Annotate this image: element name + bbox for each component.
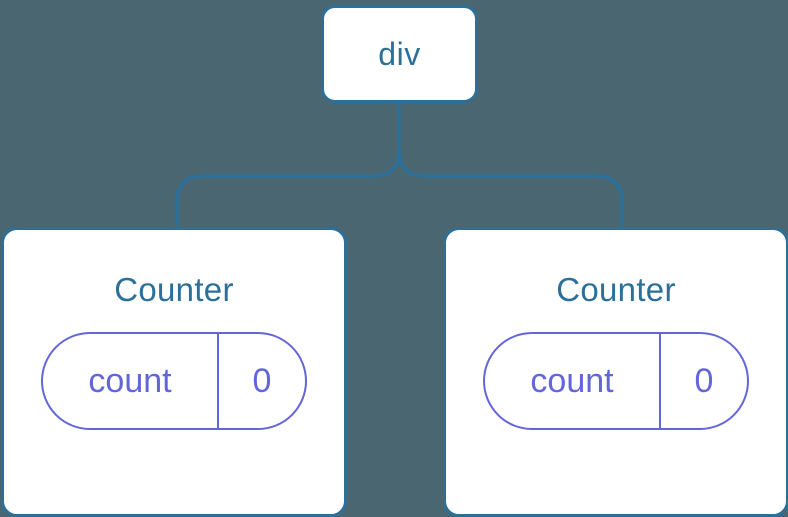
tree-node-root[interactable]: div [321, 5, 478, 103]
tree-node-counter-left[interactable]: Counter count 0 [1, 227, 347, 517]
connector-path-left [175, 100, 401, 231]
counter-node-label: Counter [114, 271, 234, 308]
connector-path-right [397, 100, 624, 231]
component-tree-diagram: div Counter count 0 Counter count 0 [1, 5, 788, 517]
counter-node-label: Counter [556, 271, 676, 308]
state-pill[interactable]: count 0 [41, 332, 307, 430]
tree-node-counter-right[interactable]: Counter count 0 [443, 227, 788, 517]
state-key-label: count [43, 334, 219, 428]
state-value-label: 0 [694, 361, 714, 400]
root-node-label: div [378, 36, 421, 72]
tree-connectors [175, 100, 624, 231]
state-pill[interactable]: count 0 [483, 332, 749, 430]
state-value-label: 0 [252, 361, 272, 400]
state-key-label: count [485, 334, 661, 428]
